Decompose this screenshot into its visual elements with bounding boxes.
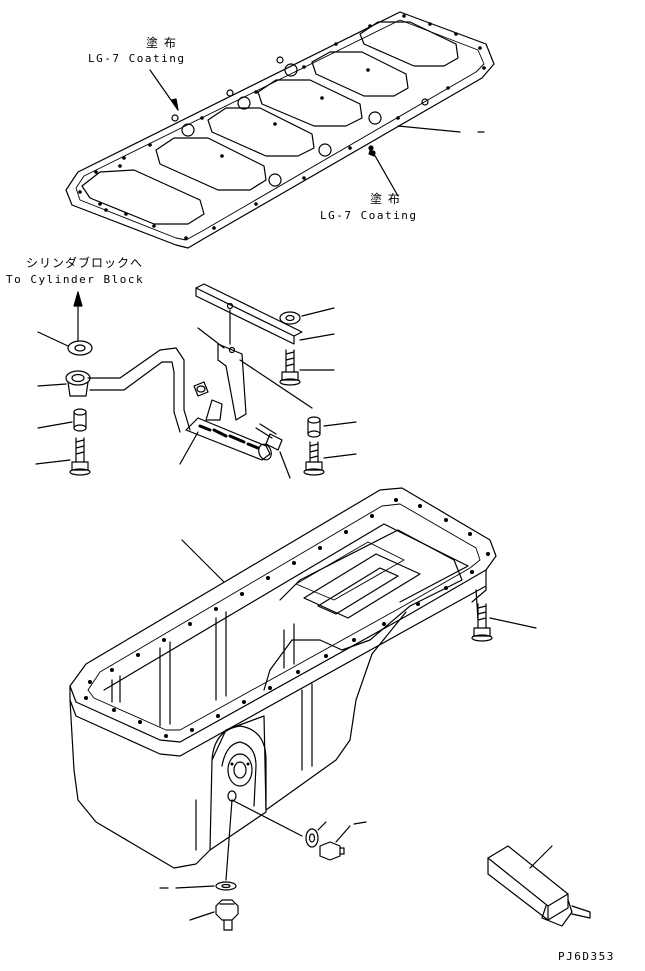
coating-top-arrow [149,69,179,111]
suction-tube [37,347,191,433]
bolt-left [35,437,91,476]
spacer-right [307,416,357,438]
drain-side-washer [231,799,327,848]
drawing-code: PJ6D353 [558,950,615,963]
drain-side-plug [319,821,367,861]
bolt-right-lower [303,441,357,476]
oil-pan [69,487,497,869]
to-cylinder-arrow [73,291,83,341]
tube-gasket [37,331,93,356]
coating-top-jp-label: 塗 布 [146,36,177,50]
bracket-leader [299,333,335,341]
bolt-right-upper [279,349,335,386]
bracket-strap [195,283,313,421]
oil-pan-gasket [65,11,495,249]
coating-right-arrow [368,145,399,197]
pan-bolt [471,603,537,642]
strainer-bolt [255,423,291,479]
strainer [179,399,272,465]
drain-bottom-line [225,799,233,881]
cylinder-block-en-label: To Cylinder Block [6,273,145,286]
tube-nut [193,381,209,397]
spacer [37,408,87,432]
drain-bottom-washer [159,881,237,891]
washer-upper [279,307,335,325]
cylinder-block-jp-label: シリンダブロックへ [26,256,144,270]
drain-bottom-plug [189,899,239,931]
dipstick-guide [487,845,591,927]
coating-right-jp-label: 塗 布 [370,192,401,206]
coating-right-en-label: LG-7 Coating [320,209,418,222]
coating-top-en-label: LG-7 Coating [88,52,186,65]
